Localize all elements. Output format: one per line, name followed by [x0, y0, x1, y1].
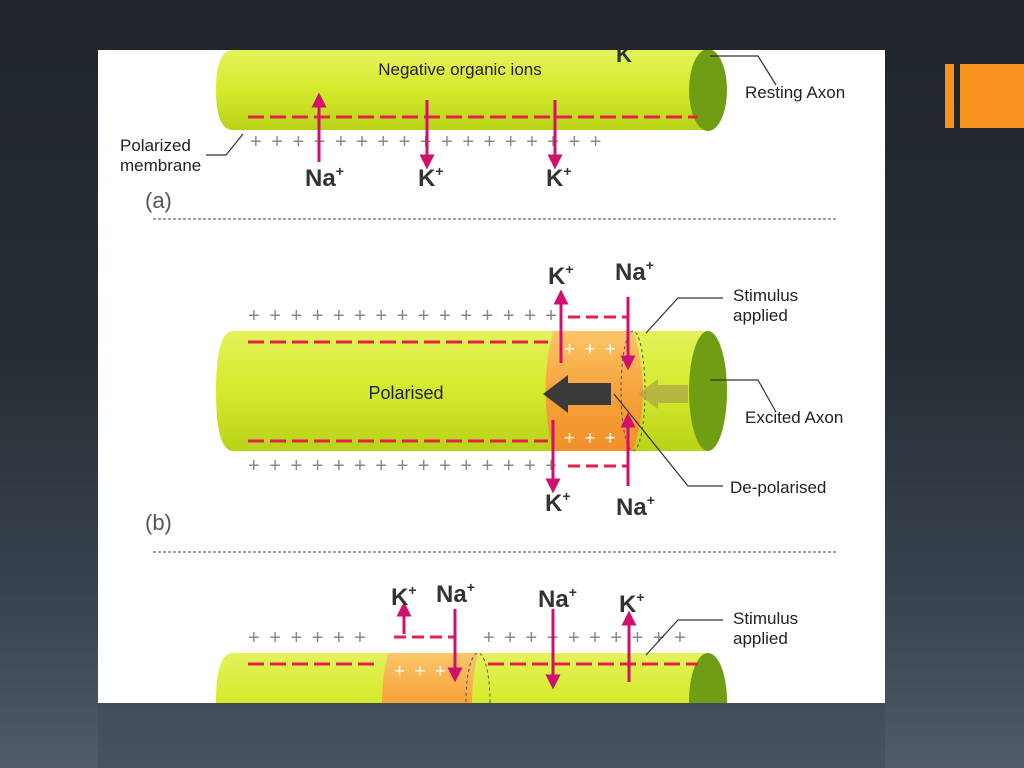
depolarised-callout: De-polarised — [730, 478, 826, 497]
k-ion-label: K+ — [545, 488, 571, 517]
panel-a-label: (a) — [145, 188, 172, 213]
axon-diagram: Negative organic ions K Resting Axon Pol… — [98, 50, 885, 703]
arrow-left-icon — [638, 379, 688, 409]
k-ion-label: K+ — [548, 261, 574, 290]
na-ion-label: Na+ — [615, 257, 654, 286]
panel-a: Negative organic ions K Resting Axon Pol… — [120, 50, 845, 213]
applied-callout: applied — [733, 629, 788, 648]
k-ion-label: K+ — [546, 163, 572, 192]
na-ion-label: Na+ — [436, 579, 475, 608]
na-ion-label: Na+ — [305, 163, 344, 192]
positive-charges: + + + + + + + + + + — [483, 627, 688, 649]
positive-charges: + + + + + + + + + + + + + + + — [248, 455, 559, 477]
panel-c: + + + + + + + + + + + + + + + + + + + K+… — [216, 579, 798, 703]
inner-positive-charges: + + + — [564, 428, 618, 449]
polarised-label: Polarised — [368, 383, 443, 403]
resting-axon-body — [216, 50, 708, 130]
k-ion-label: K+ — [619, 589, 645, 618]
inner-positive-charges: + + + — [394, 661, 448, 682]
resting-axon-callout: Resting Axon — [745, 83, 845, 102]
panel-b: + + + + + + + + + + + + + + + + + + + + … — [145, 257, 843, 535]
polarized-callout: Polarized — [120, 136, 191, 155]
accent-bar-icon — [960, 64, 1024, 128]
stimulus-callout: Stimulus — [733, 286, 798, 305]
membrane-callout: membrane — [120, 156, 201, 175]
image-reflection — [98, 703, 885, 768]
arrow-left-icon — [543, 375, 611, 413]
inner-positive-charges: + + + — [564, 339, 618, 360]
excited-axon-callout: Excited Axon — [745, 408, 843, 427]
stimulus-callout: Stimulus — [733, 609, 798, 628]
na-ion-label: Na+ — [616, 492, 655, 521]
k-ion-label: K+ — [418, 163, 444, 192]
positive-charges: + + + + + + + + + + + + + + + — [248, 305, 559, 327]
k-ion-partial: K — [616, 50, 632, 67]
negative-organic-ions-label: Negative organic ions — [378, 60, 541, 79]
na-ion-label: Na+ — [538, 584, 577, 613]
positive-charges: + + + + + + — [248, 627, 368, 649]
resting-axon-end — [689, 50, 727, 131]
k-ion-label: K+ — [391, 582, 417, 611]
accent-bar-icon — [945, 64, 954, 128]
panel-b-label: (b) — [145, 510, 172, 535]
applied-callout: applied — [733, 306, 788, 325]
axon-end — [689, 653, 727, 703]
excited-axon-end — [689, 331, 727, 451]
